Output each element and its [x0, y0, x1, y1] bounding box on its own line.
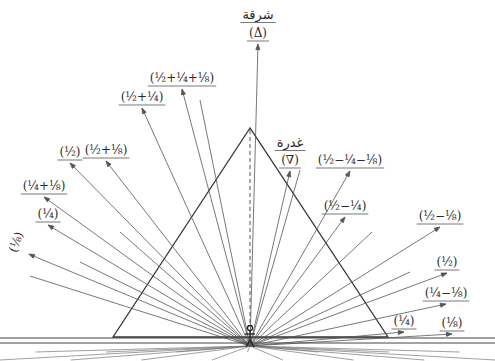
- sight-ray: [250, 217, 345, 346]
- arabic-label: شرقة: [240, 7, 275, 22]
- arrow-head: [345, 171, 350, 177]
- arrow-head: [340, 217, 345, 223]
- arrow-head: [398, 330, 404, 334]
- base-ray: [250, 346, 460, 352]
- fraction-label: (⅛): [5, 228, 27, 256]
- pyramid-outline: [113, 128, 388, 337]
- base-ray: [177, 346, 250, 352]
- stick-figure: [245, 326, 255, 348]
- label-underline: [322, 214, 369, 215]
- label-underline: [417, 224, 464, 225]
- arrow-head: [256, 44, 260, 50]
- fraction-label: (¼): [392, 314, 417, 328]
- label-underline: [240, 22, 275, 23]
- fraction-label: (½): [435, 255, 460, 269]
- arrow-head: [181, 89, 185, 95]
- sight-ray: [182, 89, 250, 346]
- fraction-label: (½−¼): [322, 199, 369, 213]
- arrow-head: [287, 171, 291, 177]
- fraction-label: (⅛): [440, 316, 465, 330]
- arrow-head: [446, 332, 452, 336]
- arrow-head: [142, 108, 146, 114]
- arrow-head: [440, 303, 446, 307]
- sight-ray: [250, 44, 258, 346]
- base-ray: [250, 346, 495, 360]
- fraction-label: (½−¼−⅛): [316, 153, 384, 167]
- label-underline: [440, 331, 465, 332]
- label-underline: [21, 194, 68, 195]
- label-underline: [423, 301, 470, 302]
- sight-ray: [250, 332, 404, 346]
- sight-ray: [29, 254, 250, 346]
- label-underline: [279, 168, 301, 169]
- label-underline: [247, 41, 269, 42]
- base-ray: [141, 346, 250, 360]
- fraction-label: (¼): [36, 207, 61, 221]
- sight-ray: [44, 197, 250, 346]
- fraction-label: (½+¼+⅛): [148, 71, 216, 85]
- base-ray: [0, 346, 250, 360]
- arrow-head: [441, 273, 447, 277]
- fraction-label: (½−⅛): [417, 209, 464, 223]
- sight-ray: [250, 171, 290, 346]
- pyramid-axis: [250, 130, 251, 326]
- arrow-head: [434, 227, 440, 232]
- sight-ray: [142, 108, 250, 346]
- label-underline: [148, 86, 216, 87]
- label-underline: [275, 150, 306, 151]
- base-ray: [250, 346, 424, 360]
- label-underline: [316, 168, 384, 169]
- fraction-label: (Δ): [247, 26, 269, 40]
- ray-group: [21, 23, 470, 347]
- sight-ray: [250, 334, 452, 346]
- arrow-head: [48, 225, 54, 230]
- label-underline: [435, 270, 460, 271]
- sight-ray: [250, 273, 447, 346]
- arrow-head: [70, 163, 75, 168]
- arrow-head: [44, 197, 50, 202]
- fraction-label: (∇): [279, 153, 301, 167]
- fraction-label: (¼+⅛): [21, 179, 68, 193]
- label-underline: [36, 222, 61, 223]
- sight-ray: [250, 170, 300, 346]
- fraction-label: (½+¼): [119, 90, 166, 104]
- sight-ray: [48, 225, 250, 346]
- sight-ray: [250, 272, 410, 346]
- base-ray: [71, 346, 250, 360]
- sight-ray: [250, 171, 350, 346]
- label-underline: [119, 105, 166, 106]
- sight-ray: [250, 232, 372, 346]
- label-underline: [392, 329, 417, 330]
- base-ray: [35, 346, 250, 352]
- fraction-label: (½): [58, 145, 83, 159]
- label-underline: [58, 160, 83, 161]
- base-ray: [212, 346, 250, 360]
- sight-ray: [250, 304, 446, 346]
- arabic-label: غدرة: [275, 135, 306, 150]
- sight-ray: [106, 161, 250, 346]
- arrow-head: [29, 254, 35, 258]
- fraction-label: (¼−⅛): [423, 286, 470, 300]
- fraction-label: (½+⅛): [83, 143, 130, 157]
- base-fan: [0, 346, 495, 360]
- sight-ray: [200, 100, 250, 346]
- sight-ray: [80, 262, 250, 346]
- base-ray: [248, 346, 251, 352]
- arrow-head: [106, 161, 111, 167]
- sight-ray: [30, 276, 250, 346]
- label-underline: [83, 158, 130, 159]
